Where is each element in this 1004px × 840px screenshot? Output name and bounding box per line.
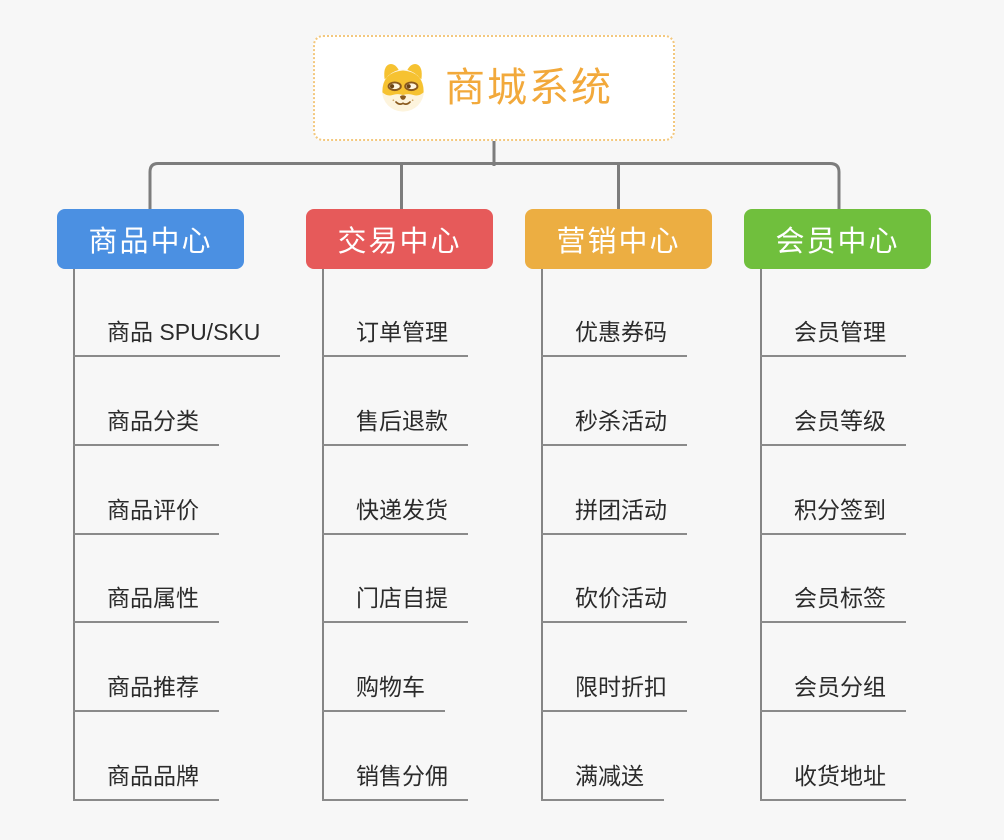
leaf-node-marketing-center-4[interactable]: 限时折扣 bbox=[541, 671, 687, 712]
leaf-node-marketing-center-1[interactable]: 秒杀活动 bbox=[541, 405, 687, 446]
branch-header-marketing-center[interactable]: 营销中心 bbox=[525, 209, 712, 269]
leaf-node-trade-center-3[interactable]: 门店自提 bbox=[322, 582, 468, 623]
leaf-node-member-center-4[interactable]: 会员分组 bbox=[760, 671, 906, 712]
leaf-node-product-center-4[interactable]: 商品推荐 bbox=[73, 671, 219, 712]
leaf-node-trade-center-0[interactable]: 订单管理 bbox=[322, 316, 468, 357]
leaf-node-trade-center-1[interactable]: 售后退款 bbox=[322, 405, 468, 446]
leaf-node-trade-center-4[interactable]: 购物车 bbox=[322, 671, 445, 712]
leaf-node-marketing-center-0[interactable]: 优惠券码 bbox=[541, 316, 687, 357]
leaf-node-member-center-0[interactable]: 会员管理 bbox=[760, 316, 906, 357]
leaf-node-marketing-center-2[interactable]: 拼团活动 bbox=[541, 494, 687, 535]
branch-trunk-line-product-center bbox=[73, 269, 75, 801]
root-node[interactable]: 商城系统 bbox=[313, 35, 675, 141]
root-title: 商城系统 bbox=[445, 66, 613, 110]
dog-face-icon bbox=[382, 64, 424, 112]
branch-trunk-line-trade-center bbox=[322, 269, 324, 801]
leaf-node-trade-center-2[interactable]: 快递发货 bbox=[322, 494, 468, 535]
branch-header-product-center[interactable]: 商品中心 bbox=[57, 209, 244, 269]
branch-header-member-center[interactable]: 会员中心 bbox=[744, 209, 931, 269]
leaf-node-member-center-2[interactable]: 积分签到 bbox=[760, 494, 906, 535]
leaf-node-product-center-3[interactable]: 商品属性 bbox=[73, 582, 219, 623]
leaf-node-product-center-2[interactable]: 商品评价 bbox=[73, 494, 219, 535]
leaf-node-trade-center-5[interactable]: 销售分佣 bbox=[322, 760, 468, 801]
branch-trunk-line-member-center bbox=[760, 269, 762, 801]
branch-header-trade-center[interactable]: 交易中心 bbox=[306, 209, 493, 269]
branch-trunk-line-marketing-center bbox=[541, 269, 543, 801]
leaf-node-marketing-center-3[interactable]: 砍价活动 bbox=[541, 582, 687, 623]
leaf-node-member-center-5[interactable]: 收货地址 bbox=[760, 760, 906, 801]
leaf-node-product-center-0[interactable]: 商品 SPU/SKU bbox=[73, 316, 281, 357]
leaf-node-member-center-1[interactable]: 会员等级 bbox=[760, 405, 906, 446]
leaf-node-product-center-5[interactable]: 商品品牌 bbox=[73, 760, 219, 801]
leaf-node-member-center-3[interactable]: 会员标签 bbox=[760, 582, 906, 623]
leaf-node-product-center-1[interactable]: 商品分类 bbox=[73, 405, 219, 446]
leaf-node-marketing-center-5[interactable]: 满减送 bbox=[541, 760, 664, 801]
